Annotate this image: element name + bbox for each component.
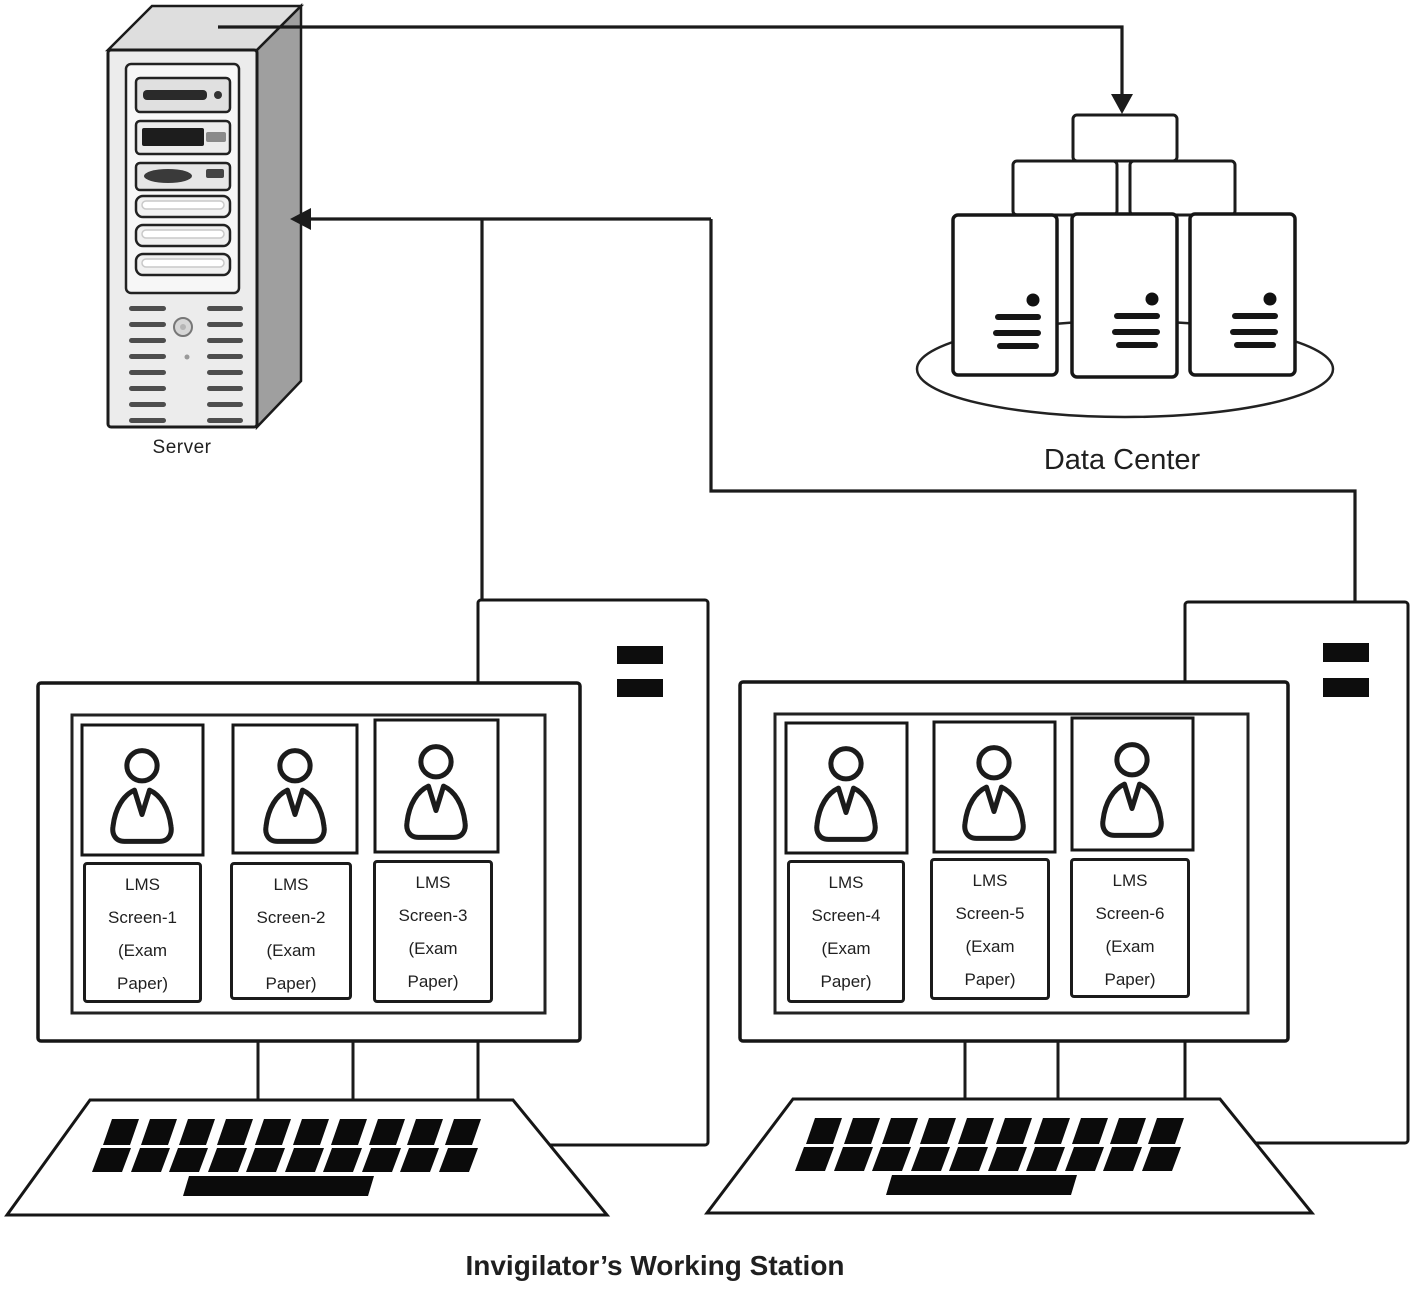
keyboard-right	[703, 1097, 1316, 1215]
student-video-tile-2	[231, 723, 359, 855]
lms-screen-label-2: LMS Screen-2 (Exam Paper)	[230, 862, 352, 1000]
lms-screen-label-4: LMS Screen-4 (Exam Paper)	[787, 860, 905, 1003]
data-center-server-1	[951, 213, 1059, 377]
lms-screen-label-3: LMS Screen-3 (Exam Paper)	[373, 860, 493, 1003]
keyboard-keys	[92, 1119, 481, 1196]
student-video-tile-5	[932, 720, 1057, 854]
vent-grille	[129, 306, 243, 423]
server-label: Server	[152, 437, 212, 458]
topology-box-top	[1071, 113, 1179, 163]
spacebar-key	[183, 1176, 374, 1196]
topology-box-right	[1128, 159, 1237, 217]
student-video-tile-1	[80, 723, 205, 857]
keyboard-left	[4, 1098, 611, 1217]
student-video-tile-3	[373, 718, 500, 854]
student-video-tile-6	[1070, 716, 1195, 852]
arrowhead-left-icon	[290, 208, 311, 230]
data-center-server-3	[1188, 212, 1297, 377]
data-center-icon	[915, 113, 1335, 419]
arrowhead-down-icon	[1111, 94, 1133, 114]
lms-screen-label-6: LMS Screen-6 (Exam Paper)	[1070, 858, 1190, 998]
topology-box-left	[1011, 159, 1119, 217]
lms-screen-label-1: LMS Screen-1 (Exam Paper)	[83, 862, 202, 1003]
data-center-label: Data Center	[1043, 444, 1201, 476]
lms-screen-label-5: LMS Screen-5 (Exam Paper)	[930, 858, 1050, 1000]
connection-lines	[218, 25, 1357, 602]
student-video-tile-4	[784, 721, 909, 855]
keyboard-keys	[795, 1118, 1184, 1195]
server-tower-icon	[104, 2, 305, 431]
spacebar-key	[886, 1175, 1077, 1195]
workstation-label: Invigilator’s Working Station	[465, 1250, 845, 1281]
monitor-stand-lines	[256, 1041, 1060, 1100]
data-center-server-2	[1070, 212, 1179, 379]
